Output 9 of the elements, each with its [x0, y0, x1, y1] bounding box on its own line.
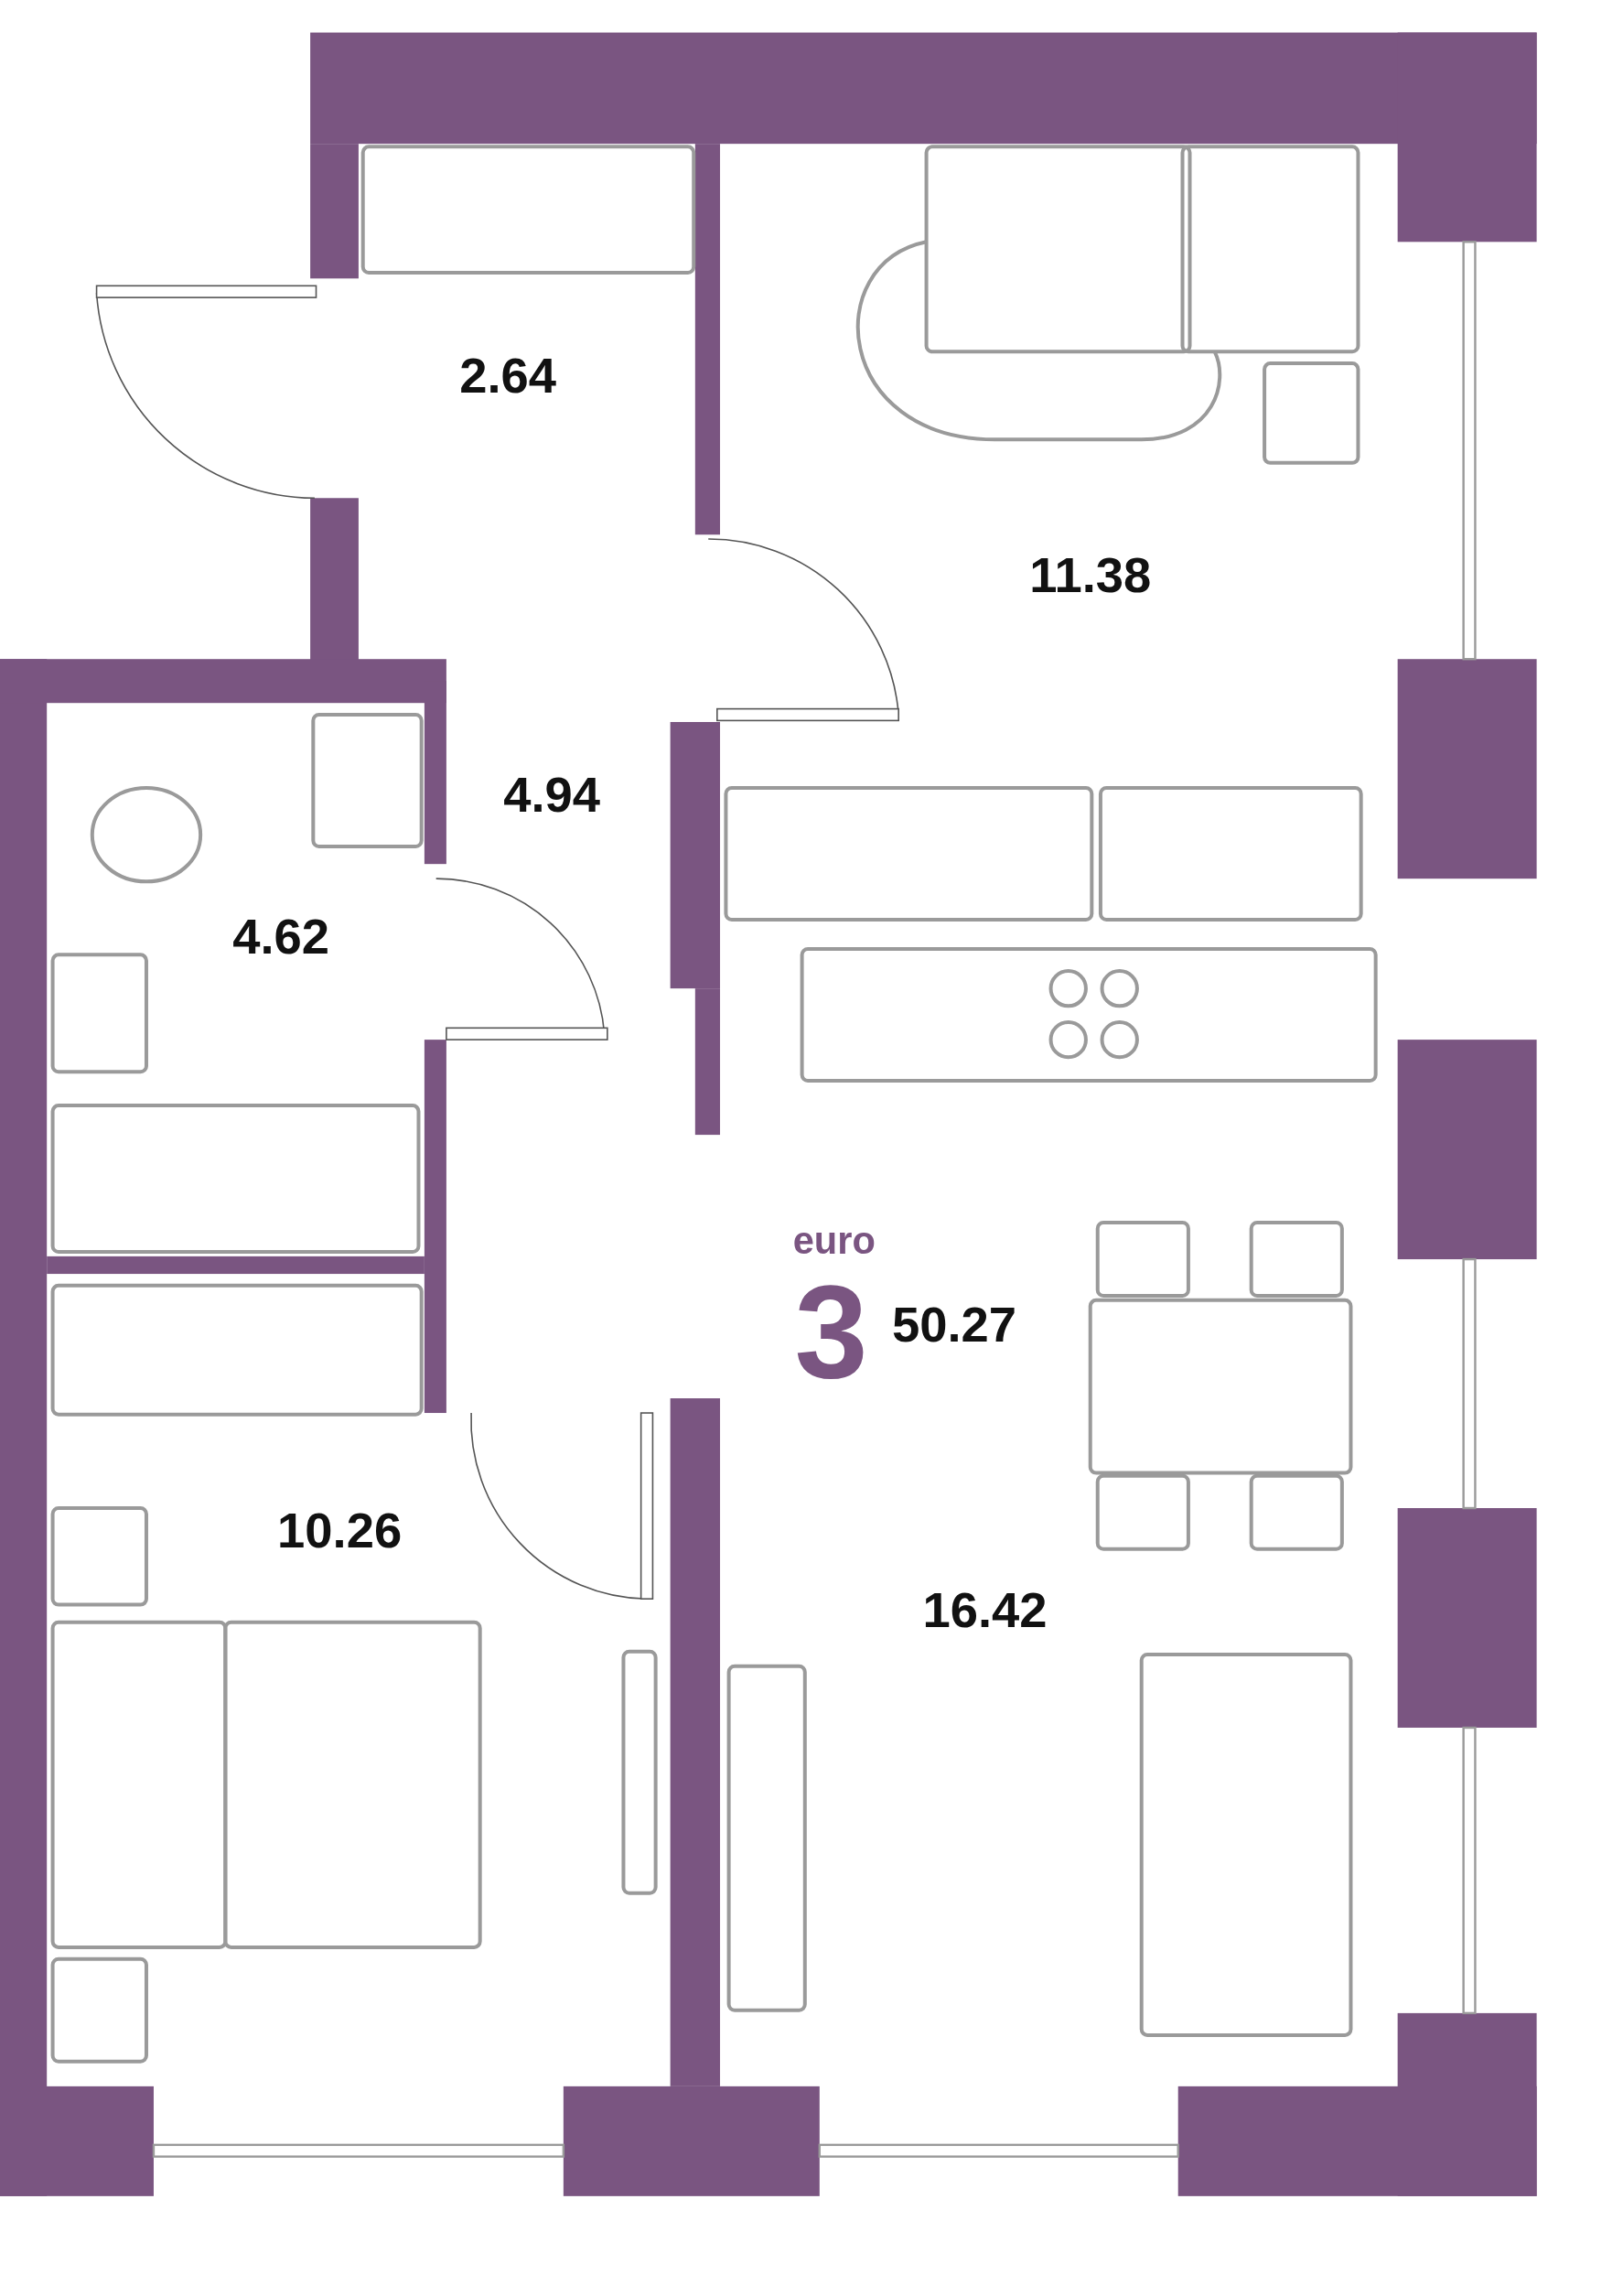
room-area: 10.26: [277, 1506, 403, 1557]
room-area: 16.42: [922, 1585, 1048, 1635]
total-area: 50.27: [891, 1299, 1016, 1350]
room-area: 4.94: [503, 770, 600, 820]
room-area: 4.62: [232, 911, 330, 962]
apartment-type-label: euro: [792, 1222, 876, 1261]
room-area: 2.64: [459, 350, 556, 402]
room-area: 11.38: [1029, 550, 1152, 600]
room-count: 3: [794, 1266, 868, 1398]
